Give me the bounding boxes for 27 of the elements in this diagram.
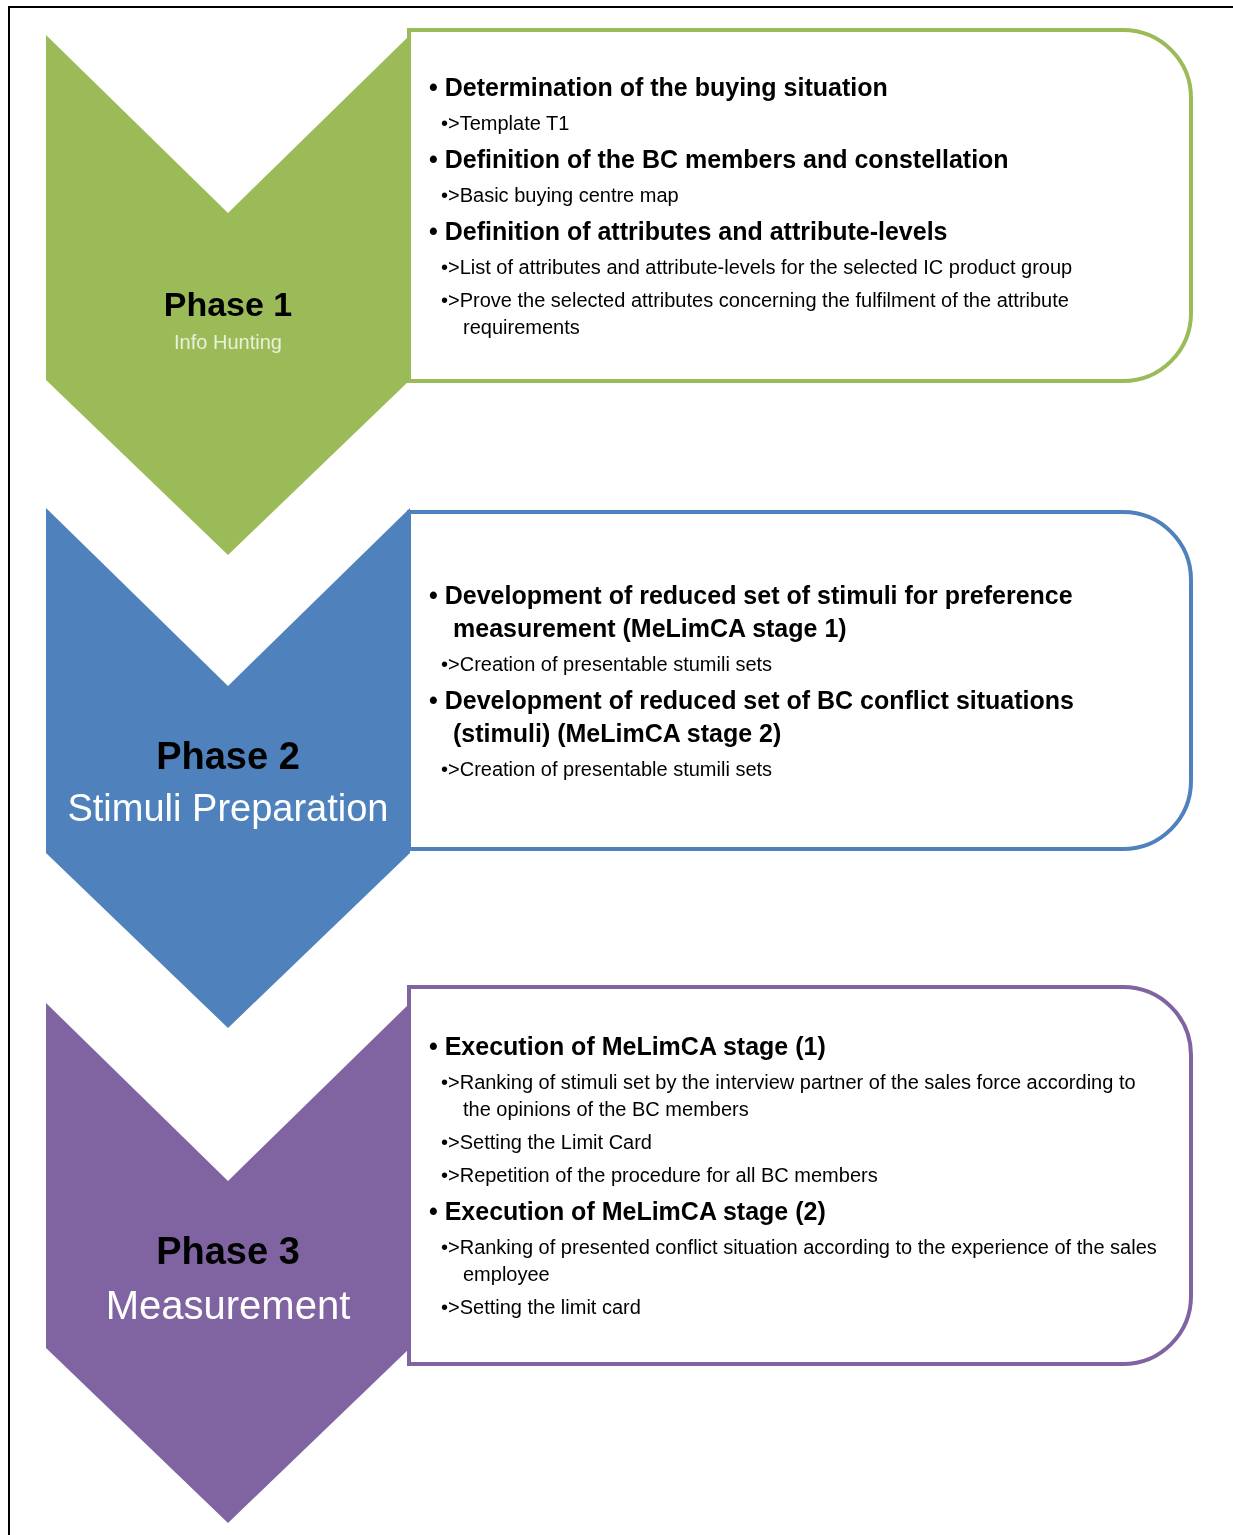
phase-subtitle: Measurement: [105, 1281, 351, 1329]
bullet-item: •>Prove the selected attributes concerning the fulfilment of the attribute requirements: [440, 287, 1070, 340]
bullet-item: •>Setting the Limit Card: [440, 1130, 653, 1155]
bullet-heading: • Execution of MeLimCA stage (2): [429, 1196, 827, 1227]
bullet-item: •>Creation of presentable stumili sets: [440, 756, 774, 782]
content-box: [407, 510, 1193, 851]
content-box: [407, 985, 1193, 1366]
bullet-heading: • Execution of MeLimCA stage (1): [429, 1031, 827, 1062]
phase-title: Phase 1: [163, 284, 293, 325]
bullet-item: •>Creation of presentable stumili sets: [440, 651, 774, 677]
phase-title: Phase 2: [156, 734, 300, 779]
content-box: [407, 28, 1193, 383]
bullet-item: •>Ranking of presented conflict situation according to the experience of the sales employee: [440, 1235, 1158, 1287]
phase-subtitle: Stimuli Preparation: [67, 785, 389, 831]
bullet-heading: • Definition of the BC members and constellation: [429, 143, 1010, 175]
bullet-heading: • Development of reduced set of stimuli for preference measurement (MeLimCA stage 1): [429, 579, 1074, 644]
phase-title: Phase 3: [156, 1229, 300, 1274]
phase-subtitle: Info Hunting: [174, 329, 282, 355]
bullet-item: •>List of attributes and attribute-levels for the selected IC product group: [440, 254, 1074, 280]
bullet-heading: • Development of reduced set of BC conflict situations (stimuli) (MeLimCA stage 2): [429, 684, 1075, 749]
bullet-item: •>Ranking of stimuli set by the interview partner of the sales force according to the opinions of the BC members: [440, 1070, 1137, 1122]
bullet-item: •>Template T1: [440, 110, 571, 136]
bullet-item: •>Repetition of the procedure for all BC members: [440, 1163, 879, 1188]
bullet-item: •>Basic buying centre map: [440, 182, 680, 208]
bullet-heading: • Determination of the buying situation: [429, 71, 889, 103]
bullet-heading: • Definition of attributes and attribute-levels: [429, 215, 949, 247]
bullet-item: •>Setting the limit card: [440, 1295, 642, 1320]
